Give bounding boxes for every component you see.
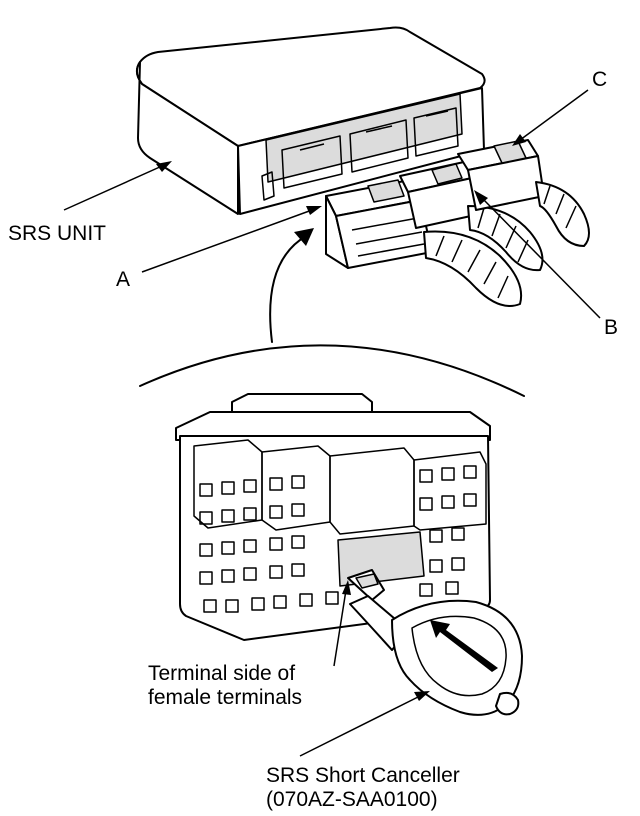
srs-short-canceller <box>347 569 523 716</box>
srs-unit-box <box>136 26 486 215</box>
label-srs-unit: SRS UNIT <box>8 222 106 245</box>
detail-arc <box>139 344 525 397</box>
label-a: A <box>116 268 130 291</box>
connector-b <box>399 161 544 272</box>
enlarged-connector <box>175 393 491 641</box>
label-c: C <box>592 68 607 91</box>
connector-c <box>457 139 590 247</box>
up-arrow <box>269 228 314 343</box>
leader-lines <box>63 89 601 757</box>
label-terminal-side-line2: female terminals <box>148 686 302 709</box>
label-b: B <box>604 316 618 339</box>
connector-a <box>325 179 522 307</box>
label-canceller-line1: SRS Short Canceller <box>266 764 460 787</box>
label-canceller-line2: (070AZ-SAA0100) <box>266 788 438 811</box>
label-terminal-side-line1: Terminal side of <box>148 662 295 685</box>
terminal-cavities <box>199 465 477 613</box>
